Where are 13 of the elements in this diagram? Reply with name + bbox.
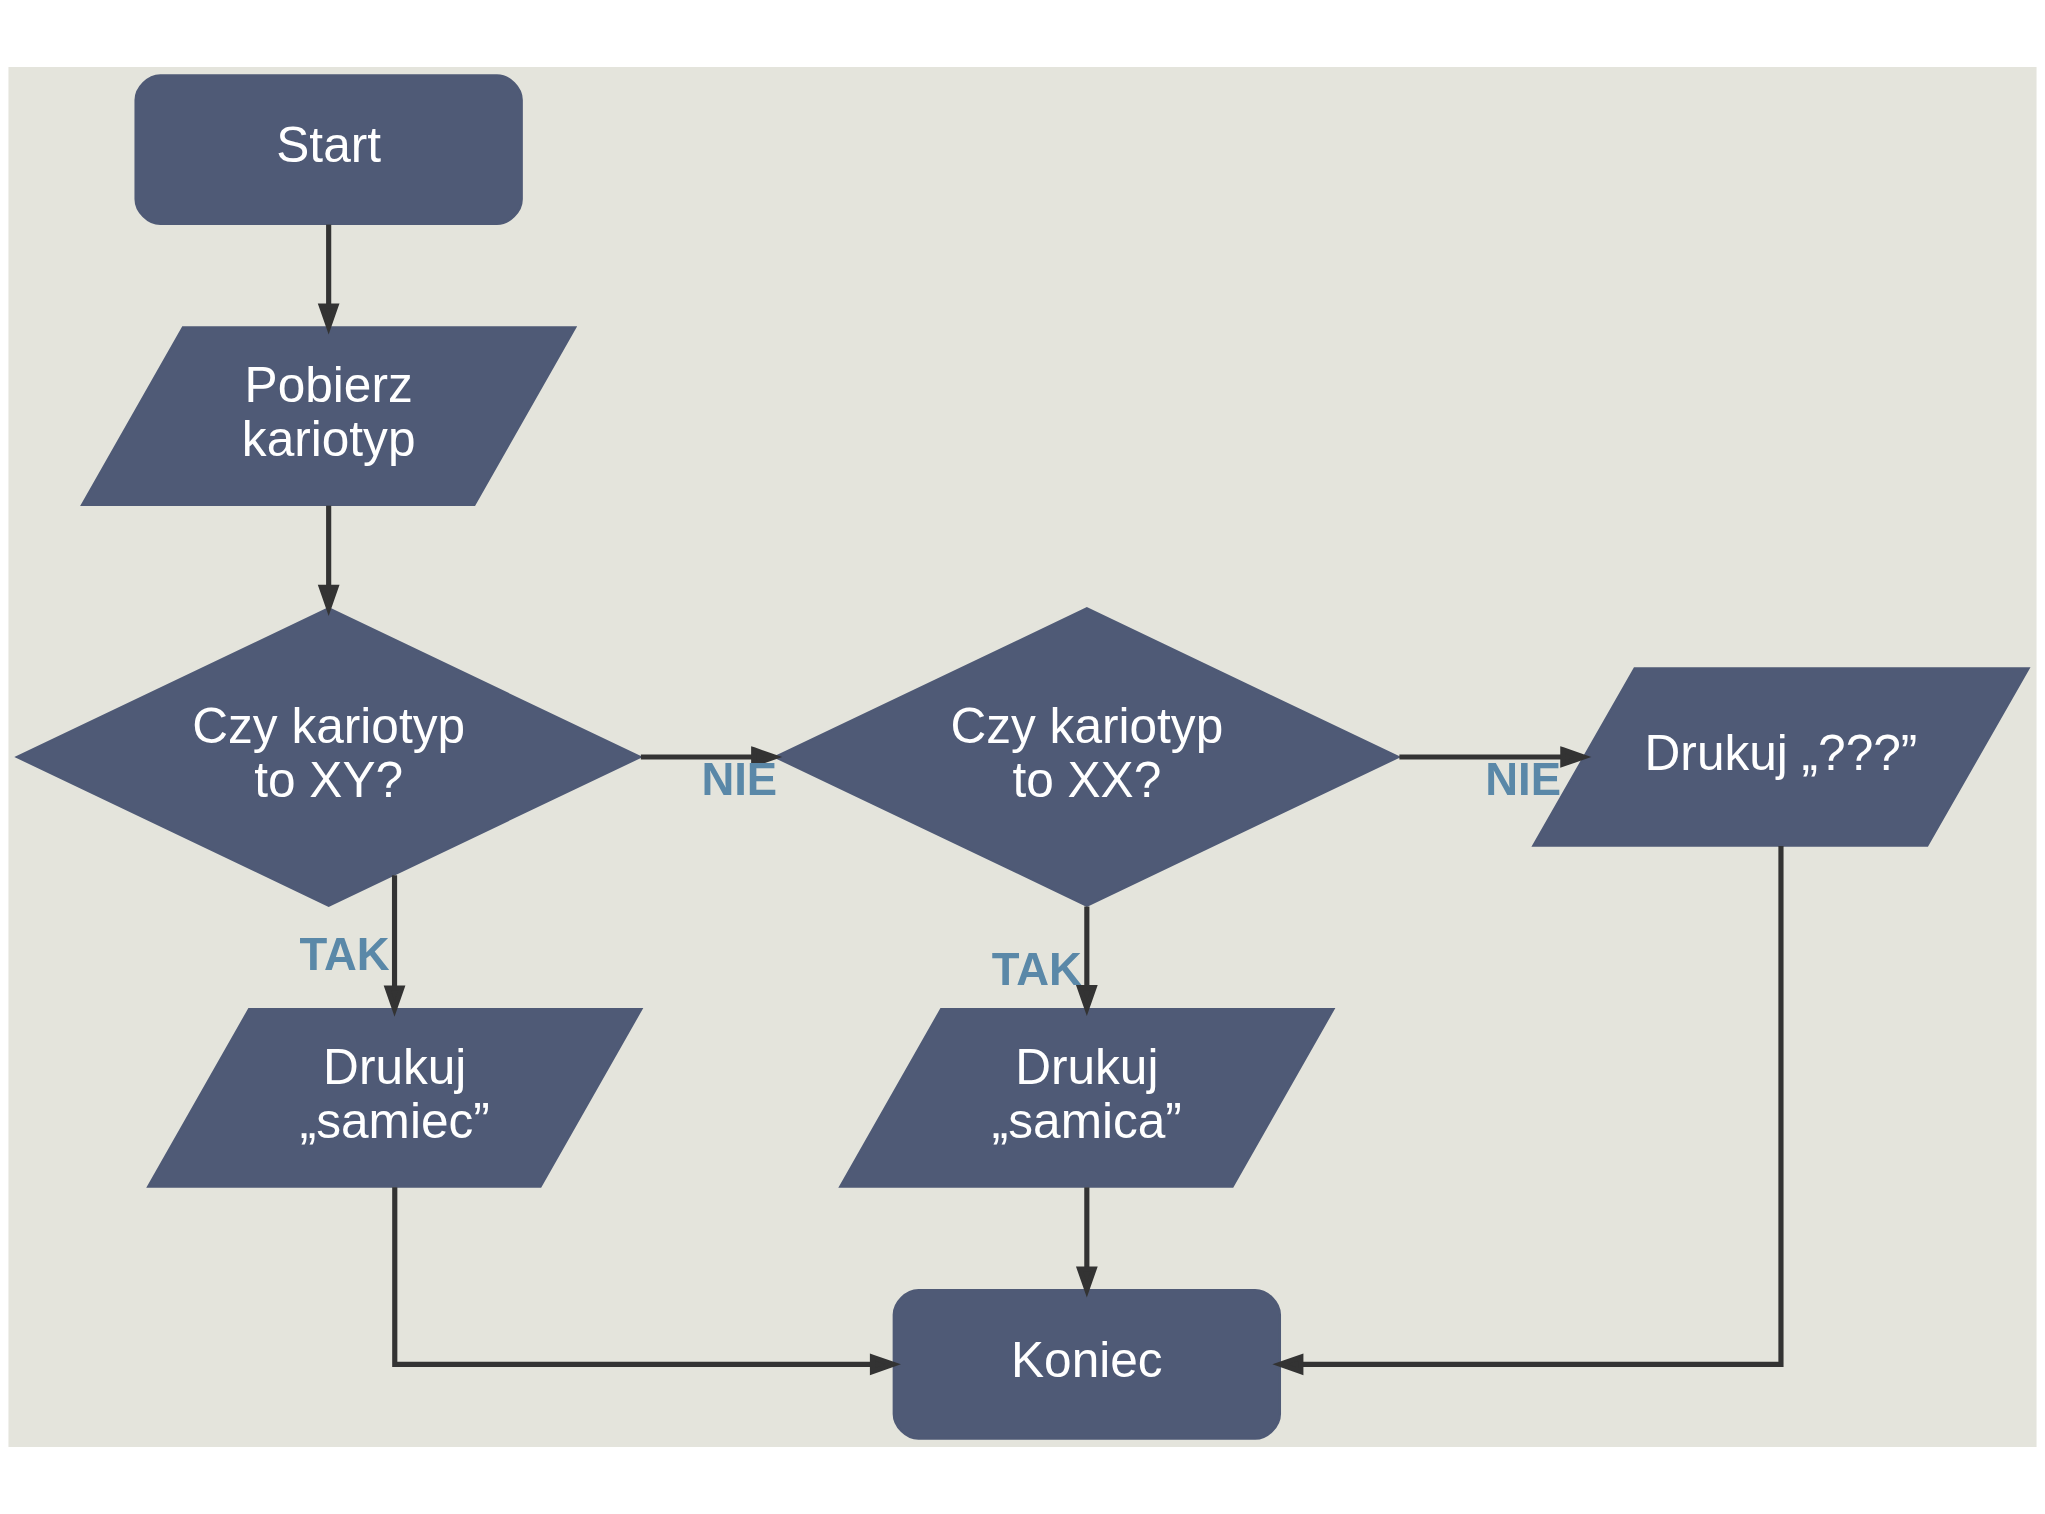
arrow: [1272, 845, 1784, 1376]
node-diamond: Czy kariotyp to XY?: [14, 607, 643, 907]
arrow: [317, 505, 340, 616]
edge-label: TAK: [299, 929, 390, 981]
arrow: [392, 1187, 901, 1376]
node-box: Start: [134, 74, 523, 226]
edge-label: TAK: [991, 944, 1082, 996]
arrow: [1075, 906, 1098, 1017]
arrow: [1075, 1187, 1098, 1298]
arrow: [383, 875, 406, 1017]
arrow: [1399, 746, 1592, 768]
node-box: Koniec: [892, 1288, 1282, 1440]
arrow: [317, 224, 340, 335]
